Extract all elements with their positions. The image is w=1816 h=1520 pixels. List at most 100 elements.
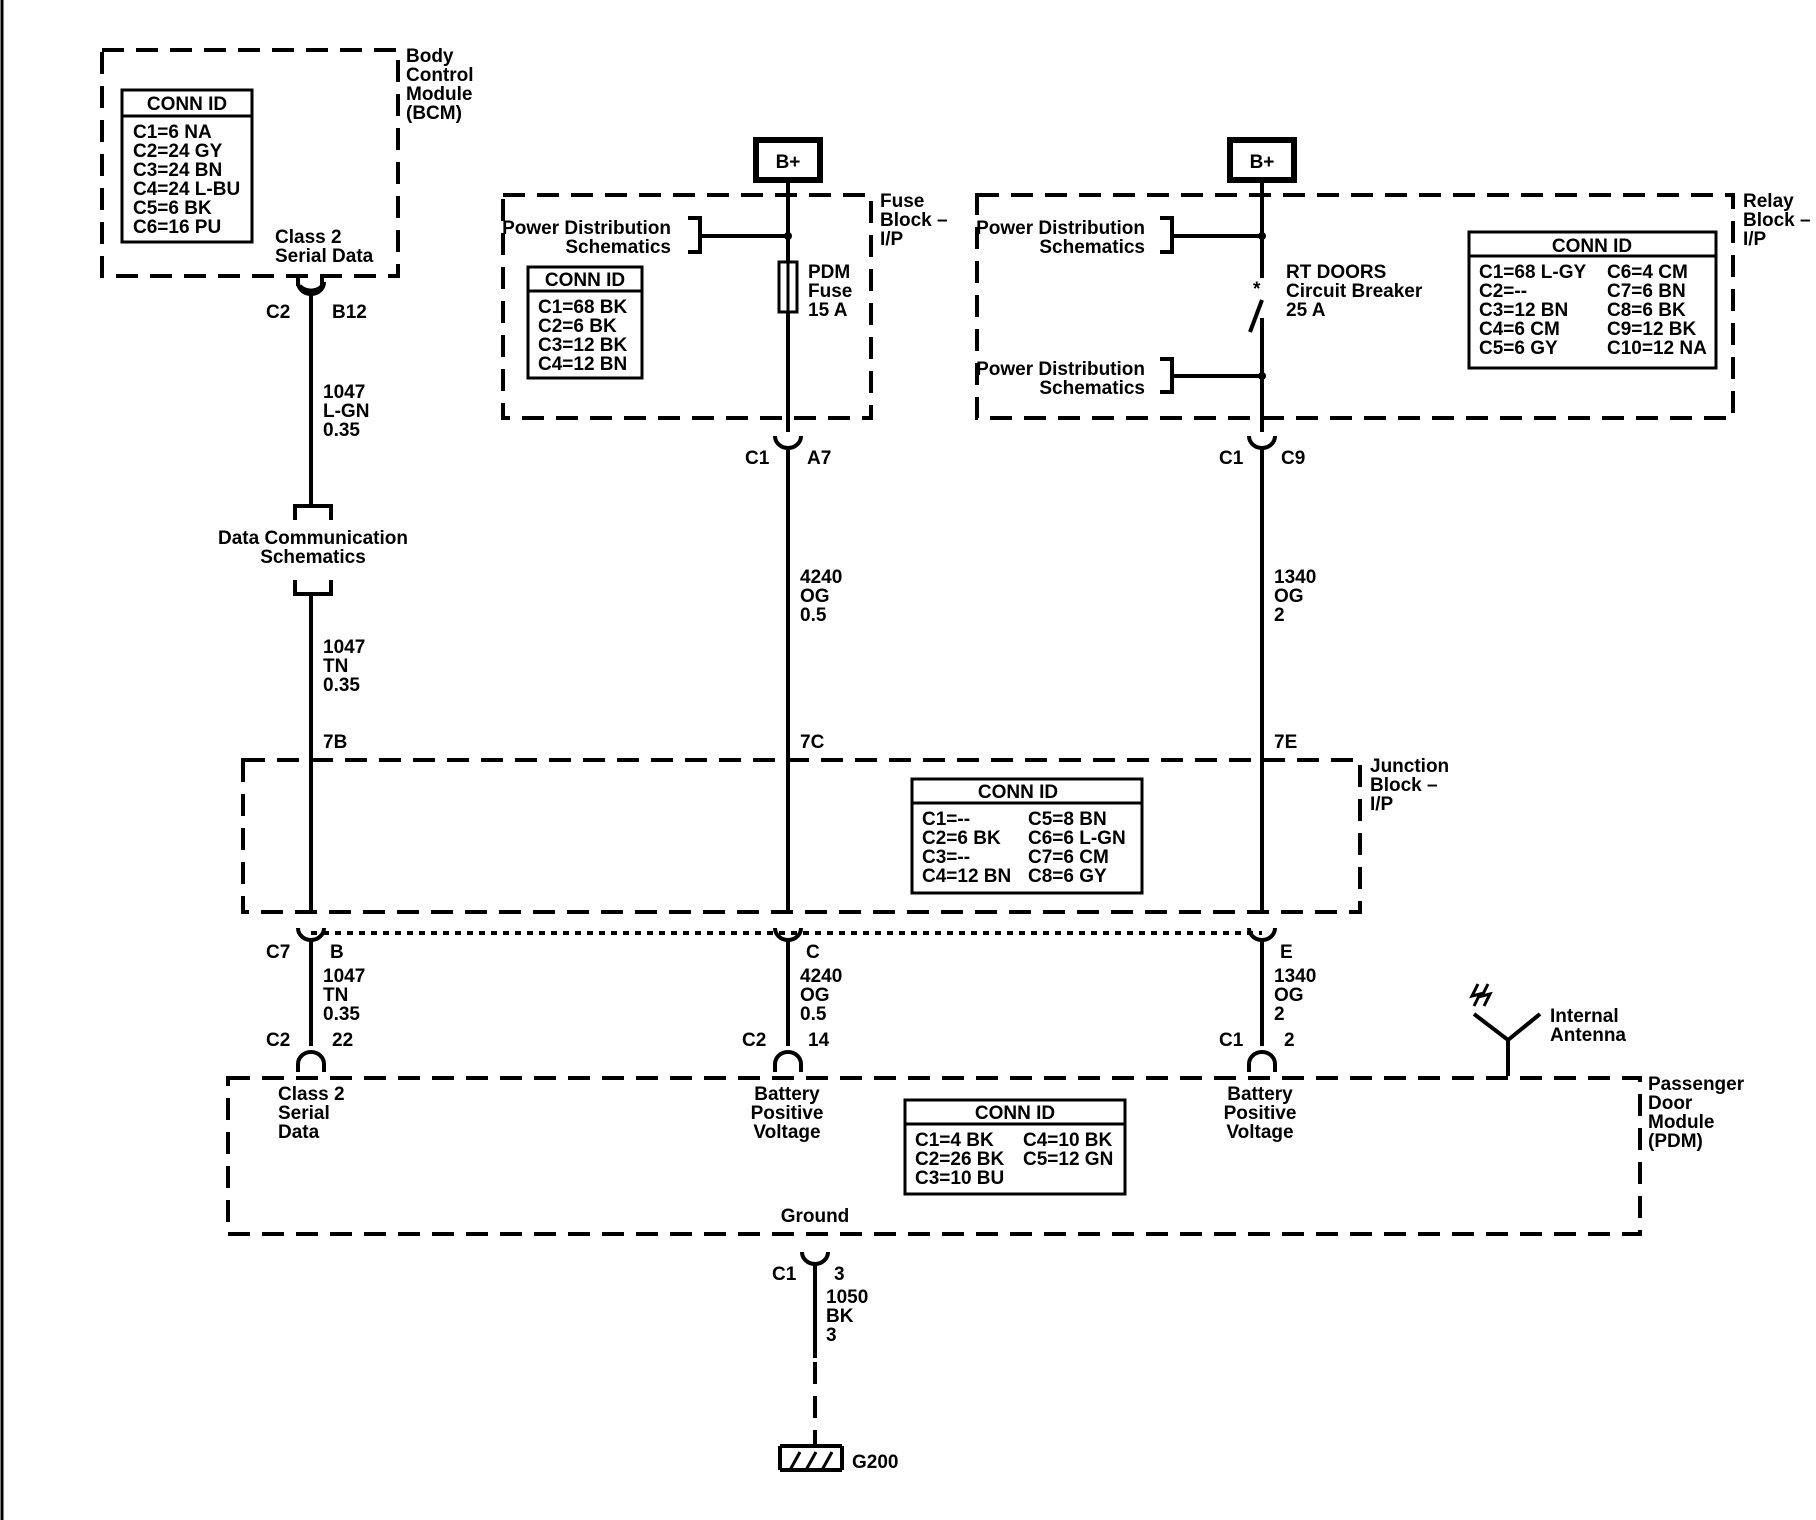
bcm-pin-label-1: Class 2 [275,227,342,248]
bcm-conn-1: C1=6 NA [133,122,212,143]
bcm-name-3: Module [406,84,473,105]
pdm-pin2-connector: C2 [742,1030,766,1051]
wire-relay-size: 2 [1274,605,1285,626]
pdm-connector-1 [296,1050,326,1072]
junction-block: 7B 7C 7E Junction Block – I/P CONN ID C1… [241,732,1449,914]
fuse-block-name-3: I/P [880,229,904,250]
bcm-conn-6: C6=16 PU [133,217,221,238]
pdm-pin2-pin: 14 [808,1030,830,1051]
ground-symbol-hatch [788,1451,834,1471]
antenna-label-1: Internal [1550,1006,1619,1027]
junction-connector-id: C7 [266,942,290,963]
pdm-connector-3 [1247,1050,1277,1072]
antenna-signal-icon [1469,983,1493,1007]
pdm-pin3-label-1: Battery [1227,1084,1293,1105]
pdm-pin1-label-3: Data [278,1122,320,1143]
junction-name-1: Junction [1370,756,1449,777]
antenna-icon: Internal Antenna [1469,983,1626,1076]
bcm-name-4: (BCM) [406,103,462,124]
bcm-conn-4: C4=24 L-BU [133,179,240,200]
pdm-conn-l2: C2=26 BK [915,1149,1005,1170]
fuse-conn-1: C1=68 BK [538,297,628,318]
junction-pin-7b: 7B [323,732,347,753]
relay-bplus-label: B+ [1250,152,1275,173]
antenna-symbol [1472,1012,1542,1076]
pdm-connector-2 [773,1050,803,1072]
data-comm-label-1: Data Communication [218,528,408,549]
junction-connector-c [773,927,803,942]
data-comm-bracket-bottom [293,580,333,596]
wire-bcm-upper-size: 0.35 [323,420,360,441]
wire-bottom-1-size: 0.35 [323,1004,360,1025]
pdm-pin2-label-1: Battery [754,1084,820,1105]
pdm-pin3-pin: 2 [1284,1030,1295,1051]
pdm-pin2-label-3: Voltage [753,1122,820,1143]
junction-pin-7c: 7C [800,732,825,753]
relay-conn-l4: C4=6 CM [1479,319,1560,340]
pdm-fuse-label-1: PDM [808,262,850,283]
ground-point-label: G200 [852,1452,898,1473]
relay-power-ref-2-line2: Schematics [1039,378,1145,399]
ground-symbol-frame [778,1436,844,1472]
breaker-asterisk: * [1253,279,1261,300]
pdm-fuse-label-3: 15 A [808,300,848,321]
wire-fuse-num: 4240 [800,567,842,588]
bcm-conn-2: C2=24 GY [133,141,223,162]
pdm-ground-label: Ground [781,1206,850,1227]
fuse-pin-id: A7 [807,448,831,469]
pdm-conn-title: CONN ID [975,1103,1055,1124]
relay-pin-id: C9 [1281,448,1305,469]
fuse-conn-title: CONN ID [545,270,625,291]
junction-conn-r2: C6=6 L-GN [1028,828,1126,849]
breaker-contact [1248,299,1264,333]
junction-name-3: I/P [1370,794,1394,815]
relay-block-outline [975,193,1735,420]
relay-connector-id: C1 [1219,448,1244,469]
breaker-label-2: Circuit Breaker [1286,281,1423,302]
wire-bottom-3-size: 2 [1274,1004,1285,1025]
bcm-pin-label-2: Serial Data [275,246,374,267]
junction-conn-r3: C7=6 CM [1028,847,1109,868]
wire-bottom-2-color: OG [800,985,830,1006]
junction-conn-l3: C3=-- [922,847,970,868]
junction-pin-b: B [330,942,344,963]
junction-pin-7e: 7E [1274,732,1297,753]
pdm-pin3-label-2: Positive [1224,1103,1297,1124]
relay-conn-r4: C9=12 BK [1607,319,1697,340]
relay-conn-l1: C1=68 L-GY [1479,262,1587,283]
ground-connector-id: C1 [772,1264,797,1285]
bcm-conn-3: C3=24 BN [133,160,222,181]
relay-power-ref-1-line1: Power Distribution [976,218,1145,239]
wire-ground-num: 1050 [826,1287,868,1308]
pdm-conn-box [903,1098,1127,1196]
junction-pin-c: C [806,942,820,963]
relay-block-name-3: I/P [1743,229,1767,250]
wire-bcm-lower-num: 1047 [323,637,365,658]
wire-relay-color: OG [1274,586,1304,607]
pdm-pin1-pin: 22 [332,1030,353,1051]
wire-bcm-lower-size: 0.35 [323,675,360,696]
relay-block: Relay Block – I/P B+ Power Distribution … [975,137,1811,432]
pdm-conn-l1: C1=4 BK [915,1130,994,1151]
junction-block-outline [241,758,1362,914]
wire-bottom-1-num: 1047 [323,966,365,987]
wire-bcm-upper-color: L-GN [323,401,369,422]
relay-conn-r3: C8=6 BK [1607,300,1686,321]
bcm-conn-5: C5=6 BK [133,198,212,219]
relay-block-name-2: Block – [1743,210,1811,231]
wire-bcm-upper-num: 1047 [323,382,365,403]
relay-conn-title: CONN ID [1552,236,1632,257]
fuse-conn-2: C2=6 BK [538,316,617,337]
fuse-power-ref-2: Schematics [565,237,671,258]
pdm-conn-l3: C3=10 BU [915,1168,1004,1189]
wire-ground-size: 3 [826,1325,837,1346]
fuse-power-ref-bracket [688,216,788,254]
data-comm-bracket-top [293,504,333,520]
wire-bottom-2-size: 0.5 [800,1004,827,1025]
wire-relay-num: 1340 [1274,567,1316,588]
wire-fuse-color: OG [800,586,830,607]
breaker-label-1: RT DOORS [1286,262,1386,283]
junction-pin-e: E [1280,942,1293,963]
fuse-block-name-2: Block – [880,210,948,231]
